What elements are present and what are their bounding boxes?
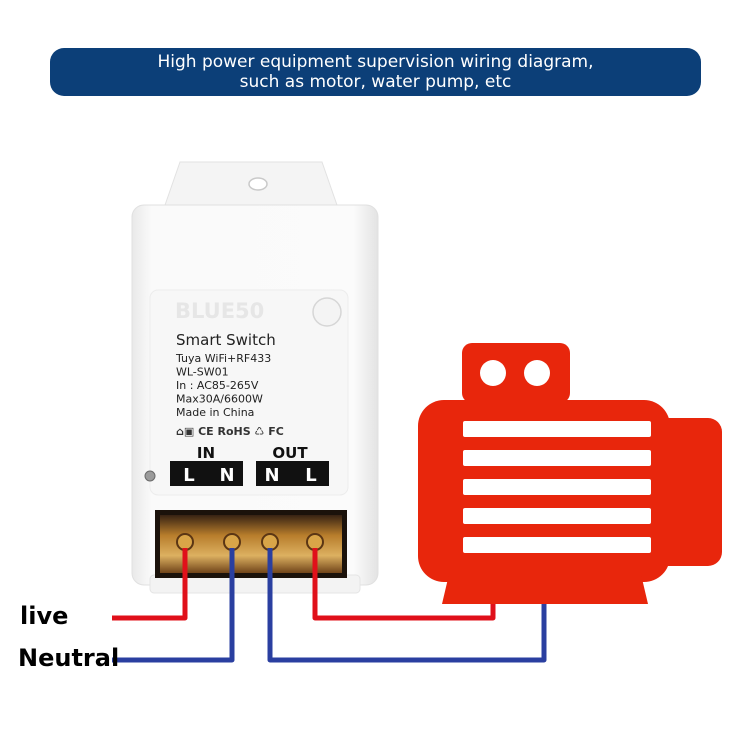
brand-logo: BLUE50 <box>175 299 264 323</box>
label-panel <box>149 289 349 496</box>
status-button <box>312 297 342 327</box>
mounting-hole <box>248 177 268 191</box>
spec-line: In : AC85-265V <box>176 379 259 392</box>
wires <box>112 548 547 663</box>
device-name: Smart Switch <box>176 331 276 349</box>
out-terminal-n: N <box>264 465 279 486</box>
title-line-1: High power equipment supervision wiring … <box>157 52 594 72</box>
title-line-2: such as motor, water pump, etc <box>239 72 512 92</box>
spec-line: Made in China <box>176 406 254 419</box>
screw-3 <box>261 533 279 551</box>
motor-base <box>442 570 648 604</box>
motor-end-cap <box>650 418 722 566</box>
live-output-wire <box>312 548 496 621</box>
spec-line: Tuya WiFi+RF433 <box>175 352 271 365</box>
led-indicator <box>144 470 156 482</box>
motor-icon <box>418 343 722 604</box>
motor-fins <box>463 421 651 553</box>
spec-line: Max30A/6600W <box>176 393 263 406</box>
in-label: IN <box>197 444 215 462</box>
neutral-output-wire <box>267 548 547 663</box>
live-input-wire <box>112 548 188 621</box>
out-terminal-plate <box>256 461 329 486</box>
in-terminal-plate <box>170 461 243 486</box>
terminal-screws <box>176 533 324 551</box>
out-terminal-l: L <box>305 465 316 486</box>
spec-line: WL-SW01 <box>176 366 229 379</box>
live-label: live <box>20 602 69 630</box>
screw-2 <box>223 533 241 551</box>
out-label: OUT <box>272 444 308 462</box>
in-terminal-n: N <box>219 465 234 486</box>
screw-4 <box>306 533 324 551</box>
motor-top-box <box>462 343 570 403</box>
neutral-input-wire <box>112 548 235 663</box>
screw-1 <box>176 533 194 551</box>
smart-switch-device: BLUE50 Smart Switch Tuya WiFi+RF433WL-SW… <box>131 161 379 594</box>
cert-marks: ⌂▣ CE RoHS ♺ FC <box>176 425 284 438</box>
neutral-label: Neutral <box>18 644 120 672</box>
in-terminal-l: L <box>183 465 194 486</box>
title-banner: High power equipment supervision wiring … <box>50 48 701 96</box>
